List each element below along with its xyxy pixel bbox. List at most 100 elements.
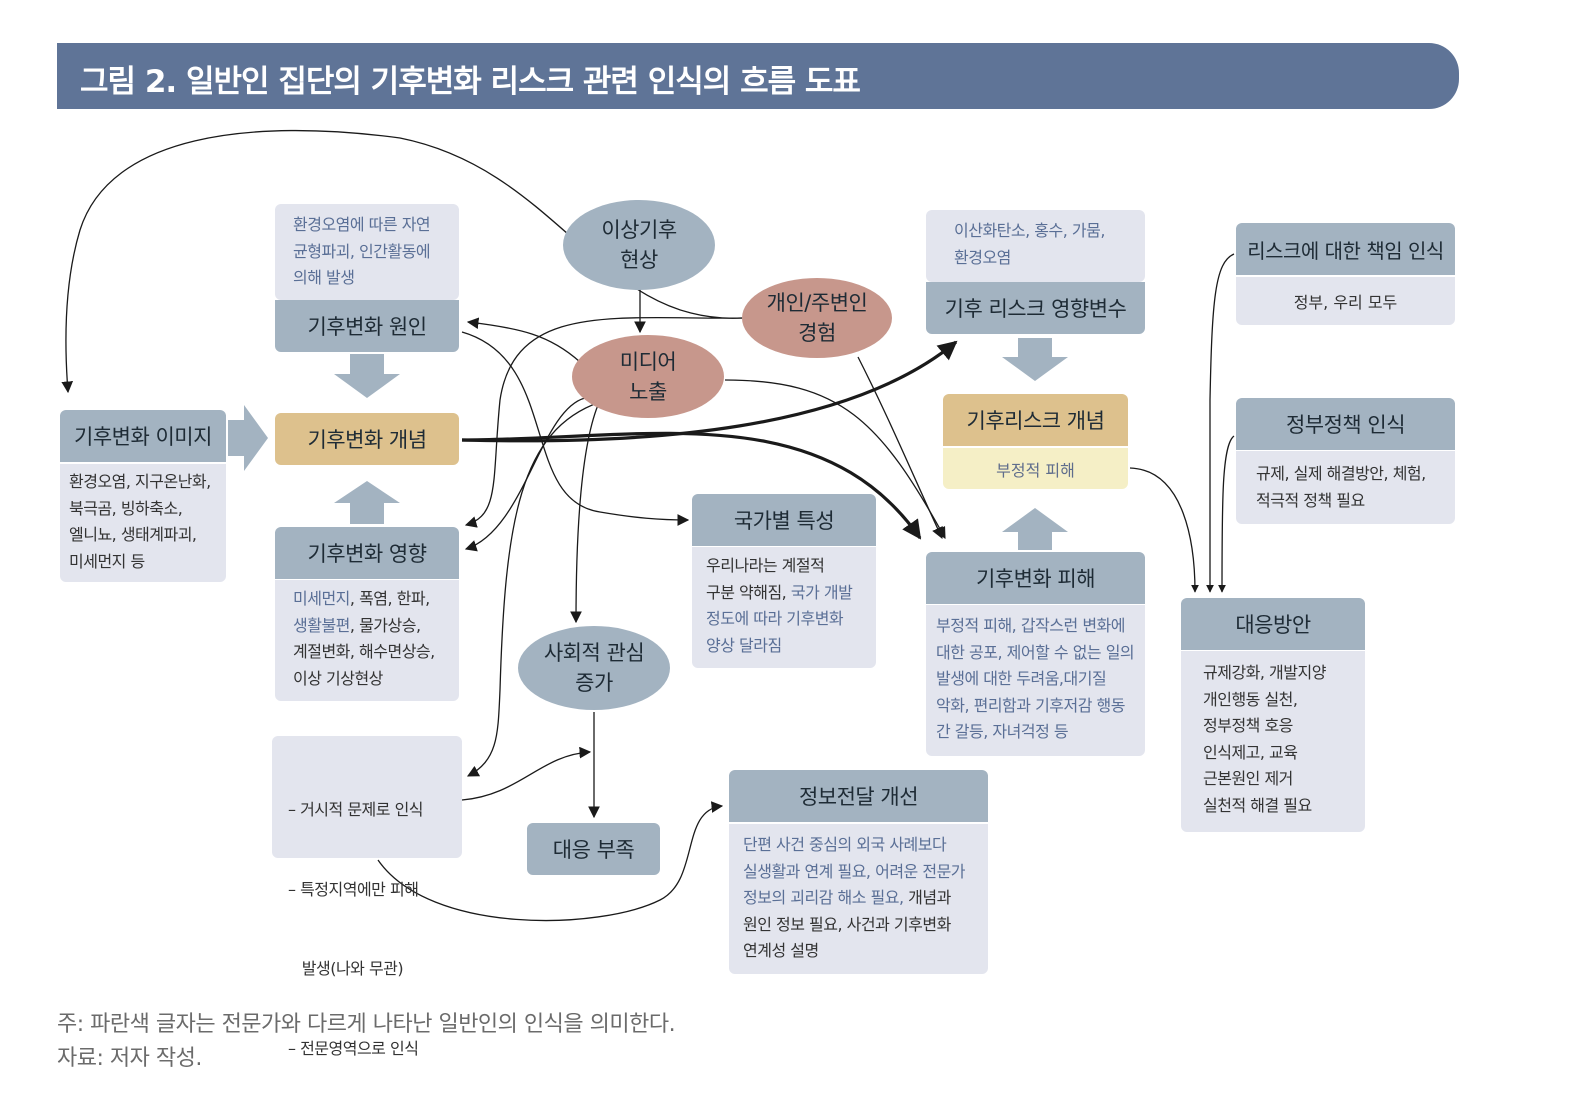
responsibility-body: 정부, 우리 모두 [1236, 277, 1455, 325]
damage-line: 악화, 편리함과 기후저감 행동 [936, 695, 1125, 715]
oval-text: 증가 [575, 671, 613, 695]
impact-text: , 물가상승, [349, 615, 421, 635]
country-body: 우리나라는 계절적 구분 약해짐, 국가 개발 정도에 따라 기후변화 양상 달… [692, 547, 876, 668]
info-line: 단편 사건 중심의 외국 사례보다 [743, 835, 947, 854]
image-line: 환경오염, 지구온난화, [69, 472, 211, 491]
block-arrow-cause-to-concept [334, 354, 400, 398]
arrow-media-to-impact [464, 397, 586, 552]
info-line: 정보의 괴리감 해소 필요, 개념과 [743, 885, 976, 912]
concept-header: 기후변화 개념 [275, 413, 459, 465]
block-arrow-riskvar-to-riskconcept [1002, 338, 1068, 381]
arrow-concept-to-damage [461, 431, 922, 540]
policy-body: 규제, 실제 해결방안, 체험, 적극적 정책 필요 [1236, 451, 1455, 524]
impact-text-expert-diff: 생활불편 [293, 615, 350, 635]
response-line: 실천적 해결 필요 [1203, 795, 1312, 815]
risk-concept-sub: 부정적 피해 [943, 448, 1128, 489]
info-line: 실생활과 연계 필요, 어려운 전문가 [743, 861, 966, 881]
perception-line: 발생(나와 무관) [288, 959, 404, 978]
title-banner [57, 43, 1459, 109]
lack-of-response-header: 대응 부족 [527, 823, 660, 875]
response-body: 규제강화, 개발지양 개인행동 실천, 정부정책 호응 인식제고, 교육 근본원… [1181, 651, 1365, 832]
social-interest-oval: 사회적 관심 증가 [518, 626, 670, 710]
figure-title: 그림 2. 일반인 집단의 기후변화 리스크 관련 인식의 흐름 도표 [80, 64, 861, 100]
image-line: 북극곰, 빙하축소, [69, 498, 183, 518]
arrow-media-to-perception [466, 401, 601, 777]
personal-experience-oval: 개인/주변인 경험 [742, 278, 892, 358]
arrow-riskconcept-to-response [1129, 467, 1199, 593]
country-text-expert-diff: 국가 개발 [790, 582, 853, 602]
risk-var-desc-line: 이산화탄소, 홍수, 가뭄, [954, 221, 1105, 240]
image-line: 엘니뇨, 생태계파괴, [69, 525, 197, 544]
damage-header: 기후변화 피해 [926, 552, 1145, 604]
country-line: 우리나라는 계절적 [706, 556, 825, 575]
footnote-source: 자료: 저자 작성. [57, 1046, 202, 1071]
block-arrow-damage-to-riskconcept [1002, 508, 1068, 550]
info-text: 개념과 [908, 888, 951, 907]
impact-text: , 폭염, 한파, [349, 589, 430, 608]
damage-line: 부정적 피해, 갑작스런 변화에 [936, 616, 1125, 635]
oval-text: 사회적 관심 [543, 641, 645, 665]
arrow-perception-to-info [377, 801, 724, 922]
oval-text: 현상 [620, 248, 658, 272]
image-body: 환경오염, 지구온난화, 북극곰, 빙하축소, 엘니뇨, 생태계파괴, 미세먼지… [60, 464, 226, 582]
risk-variable-description: 이산화탄소, 홍수, 가뭄, 환경오염 [926, 210, 1145, 282]
impact-body: 미세먼지, 폭염, 한파, 생활불편, 물가상승, 계절변화, 해수면상승, 이… [275, 580, 459, 701]
country-line: 양상 달라짐 [706, 635, 782, 655]
perception-line: – 전문영역으로 인식 [288, 1038, 419, 1058]
policy-line: 적극적 정책 필요 [1256, 490, 1365, 510]
response-line: 근본원인 제거 [1203, 769, 1293, 788]
impact-line: 계절변화, 해수면상승, [293, 642, 435, 661]
response-line: 인식제고, 교육 [1203, 742, 1298, 762]
info-line: 원인 정보 필요, 사건과 기후변화 [743, 914, 951, 934]
impact-line: 생활불편, 물가상승, [293, 613, 447, 640]
arrow-perception-to-social [461, 746, 592, 801]
cause-desc-line: 환경오염에 따른 자연 [293, 215, 431, 234]
damage-line: 간 갈등, 자녀걱정 등 [936, 722, 1069, 741]
country-line: 구분 약해짐, 국가 개발 [706, 580, 864, 607]
impact-line: 미세먼지, 폭염, 한파, [293, 586, 447, 613]
perception-line: – 거시적 문제로 인식 [288, 800, 424, 819]
arrow-concept-to-riskvar [461, 340, 958, 443]
country-text: 구분 약해짐, [706, 582, 791, 602]
cause-header: 기후변화 원인 [275, 300, 459, 352]
arrow-personal-to-impact [464, 316, 746, 528]
risk-variable-header: 기후 리스크 영향변수 [926, 282, 1145, 334]
arrow-media-to-social [570, 404, 599, 624]
extreme-weather-oval: 이상기후 현상 [563, 200, 715, 290]
block-arrow-image-to-concept [228, 405, 268, 471]
perception-box: – 거시적 문제로 인식 – 특정지역에만 피해 발생(나와 무관) – 전문영… [272, 736, 462, 1058]
footnote-legend: 주: 파란색 글자는 전문가와 다르게 나타난 일반인의 인식을 의미한다. [57, 1012, 676, 1037]
oval-text: 경험 [798, 321, 836, 345]
arrow-personal-to-damage [857, 356, 943, 540]
arrow-responsibility-to-response [1206, 253, 1235, 593]
impact-text-expert-diff: 미세먼지 [293, 589, 350, 608]
responsibility-header: 리스크에 대한 책임 인식 [1236, 223, 1455, 275]
info-line: 연계성 설명 [743, 941, 819, 960]
arrow-cause-to-country [461, 331, 690, 526]
oval-text: 미디어 [619, 349, 677, 374]
response-line: 정부정책 호응 [1203, 716, 1293, 735]
country-line: 정도에 따라 기후변화 [706, 609, 844, 628]
arrow-policy-to-response [1218, 435, 1235, 593]
block-arrow-impact-to-concept [334, 481, 400, 524]
arrow-media-to-damage [724, 379, 946, 540]
info-text-expert-diff: 정보의 괴리감 해소 필요, [743, 888, 909, 907]
image-header: 기후변화 이미지 [60, 410, 226, 462]
policy-header: 정부정책 인식 [1236, 398, 1455, 450]
cause-desc-line: 의해 발생 [293, 268, 355, 287]
risk-var-desc-line: 환경오염 [954, 247, 1011, 267]
media-exposure-oval: 미디어 노출 [572, 335, 724, 418]
info-header: 정보전달 개선 [729, 770, 988, 822]
impact-header: 기후변화 영향 [275, 527, 459, 579]
policy-line: 규제, 실제 해결방안, 체험, [1256, 464, 1426, 483]
cause-desc-line: 균형파괴, 인간활동에 [293, 241, 431, 261]
country-header: 국가별 특성 [692, 494, 876, 546]
oval-text: 이상기후 [601, 218, 677, 242]
arrow-media-to-cause [466, 317, 581, 363]
damage-line: 발생에 대한 두려움,대기질 [936, 669, 1107, 688]
response-line: 개인행동 실천, [1203, 689, 1298, 709]
image-line: 미세먼지 등 [69, 551, 145, 571]
damage-body: 부정적 피해, 갑작스런 변화에 대한 공포, 제어할 수 없는 일의 발생에 … [926, 605, 1145, 756]
response-header: 대응방안 [1181, 598, 1365, 650]
impact-line: 이상 기상현상 [293, 668, 383, 688]
